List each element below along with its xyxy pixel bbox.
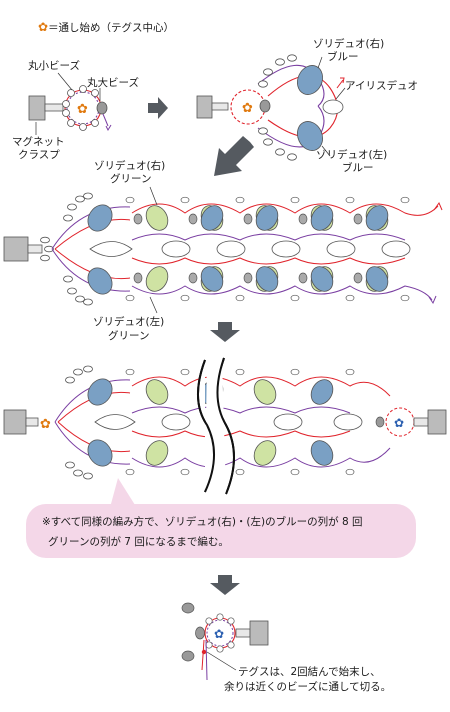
step3-band — [3, 186, 443, 314]
zolli-left-blue-label-line2: ブルー — [342, 162, 374, 174]
step4-band: ✿ — [3, 357, 447, 495]
finish-line1: テグスは、2回結んで始末し、 — [238, 666, 381, 678]
maru-large-label: 丸大ビーズ — [87, 77, 139, 89]
zolli-right-blue-label-line2: ブルー — [327, 51, 359, 63]
legend-text: ＝通し始め（テグス中心） — [48, 22, 175, 34]
magnet-clasp — [28, 95, 46, 121]
svg-text:✿: ✿ — [242, 101, 253, 116]
end-star-icon: ✿ — [394, 416, 404, 430]
large-bead — [96, 101, 108, 115]
note-line1: ※すべて同様の編み方で、ゾリデュオ(右)・(左)のブルーの列が 8 回 — [42, 516, 363, 528]
svg-text:✿: ✿ — [214, 627, 224, 641]
magnet-clasp — [3, 236, 29, 262]
zolli-blue-left — [297, 121, 323, 151]
flower-star-icon: ✿ — [38, 20, 49, 34]
legend: ✿＝通し始め（テグス中心） — [38, 20, 174, 35]
note-line2: グリーンの列が 7 回になるまで編む。 — [48, 536, 229, 548]
zolli-left-green-label-line2: グリーン — [108, 330, 150, 342]
maru-small-label: 丸小ビーズ — [28, 60, 80, 72]
iris-duo-label: アイリスデュオ — [345, 80, 418, 92]
zolli-right-blue-label-line1: ゾリデュオ(右) — [313, 38, 385, 50]
finish-instruction: テグスは、2回結んで始末し、 余りは近くのビーズに通して切る。 — [224, 665, 391, 695]
zolli-right-green-label-line1: ゾリデュオ(右) — [94, 160, 166, 172]
start-star-icon: ✿ — [77, 102, 88, 117]
step1-figure: ✿ — [28, 72, 112, 135]
zolli-blue-right — [297, 65, 323, 95]
iris-duo-bead — [322, 99, 344, 115]
step2-figure: ✿ — [196, 54, 346, 161]
instruction-note: ※すべて同様の編み方で、ゾリデュオ(右)・(左)のブルーの列が 8 回 グリーン… — [26, 504, 416, 558]
magnet-label-line1: マグネット — [12, 136, 65, 148]
zolli-left-green-label-line1: ゾリデュオ(左) — [93, 316, 165, 328]
magnet-label-line2: クラスプ — [18, 149, 60, 161]
step-arrow-down — [210, 322, 240, 342]
finish-line2: 余りは近くのビーズに通して切る。 — [224, 681, 392, 693]
start-star-icon: ✿ — [40, 417, 51, 432]
step5-figure: ✿ — [181, 602, 269, 681]
step-arrow-diagonal — [214, 136, 254, 176]
zolli-left-blue-label-line1: ゾリデュオ(左) — [316, 149, 388, 161]
step-arrow-right — [148, 97, 168, 119]
zolli-right-green-label-line2: グリーン — [110, 173, 152, 185]
step-arrow-down — [210, 575, 240, 595]
